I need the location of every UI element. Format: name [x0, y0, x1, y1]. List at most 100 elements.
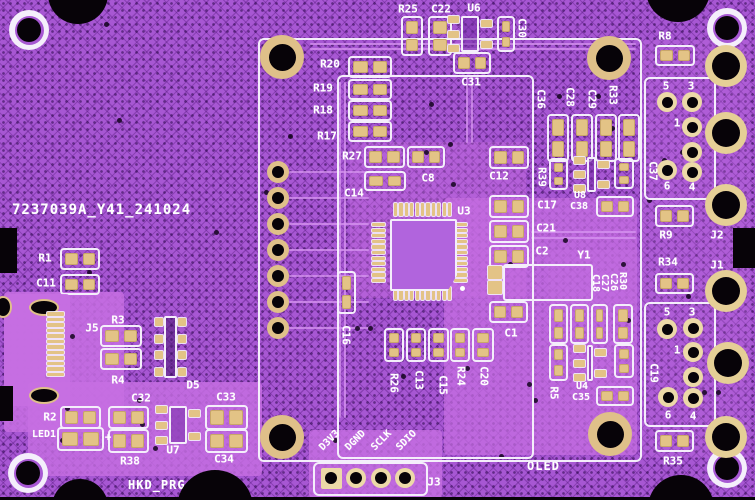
via	[448, 142, 453, 147]
silkscreen-label: 1	[673, 343, 681, 357]
smd-pad	[433, 21, 447, 34]
qfp-body	[390, 219, 457, 291]
smd-pad	[554, 365, 563, 376]
via	[557, 94, 562, 99]
smd-pad	[372, 105, 387, 116]
smd-pad	[229, 410, 243, 425]
smd-pad	[619, 349, 629, 359]
qfp-pin-pad	[394, 203, 398, 216]
copper-trace	[531, 231, 636, 233]
smd-pad	[595, 370, 606, 377]
oled-connector-label: OLED	[527, 459, 560, 473]
smd-pad	[65, 253, 78, 265]
connector-oval-pad	[29, 299, 59, 316]
qfp-pin-pad	[426, 287, 430, 300]
component-C18	[549, 304, 568, 344]
via	[264, 190, 269, 195]
component-R20	[348, 56, 392, 78]
silkscreen-label: C20	[477, 366, 491, 386]
smd-pad	[387, 151, 400, 163]
via	[647, 198, 652, 203]
smd-pad	[210, 410, 224, 425]
component-U3-qfp	[368, 199, 474, 305]
mounting-hole-drill	[715, 456, 739, 480]
component-U4	[574, 345, 606, 381]
fpc-pin-pad	[47, 323, 64, 327]
silkscreen-label: C19	[647, 363, 661, 383]
component-C11	[60, 274, 100, 295]
chip-body	[169, 406, 187, 444]
io-hole-drill	[687, 371, 699, 383]
via	[117, 118, 122, 123]
component-R26	[384, 328, 404, 362]
qfp-pin-pad	[454, 279, 467, 283]
qfp-pin-pad	[372, 245, 385, 249]
silkscreen-label: C17	[537, 198, 557, 212]
qfp-pin-pad	[431, 203, 435, 216]
smd-pad	[494, 225, 507, 238]
smd-pad	[178, 368, 186, 376]
smd-pad	[677, 278, 689, 289]
qfp-pin-pad	[415, 203, 419, 216]
chip-body	[587, 157, 596, 192]
smd-pad	[155, 368, 163, 376]
via	[451, 182, 456, 187]
via	[429, 102, 434, 107]
component-R34	[655, 273, 694, 294]
smd-pad	[189, 410, 200, 417]
via	[610, 126, 615, 131]
smd-pad	[552, 140, 564, 157]
via	[65, 406, 70, 411]
component-R17	[348, 121, 392, 142]
silkscreen-label: R30	[617, 271, 628, 291]
silkscreen-label: 6	[663, 179, 671, 193]
qfp-pin-pad	[404, 203, 408, 216]
silkscreen-label: R25	[398, 2, 418, 16]
smd-pad	[372, 126, 387, 137]
smd-pad	[389, 347, 399, 357]
smd-pad	[617, 201, 629, 212]
silkscreen-label: R19	[313, 81, 333, 95]
via	[288, 134, 293, 139]
silkscreen-label: C37	[646, 161, 660, 181]
silkscreen-label: C15	[436, 375, 450, 395]
connector-oval-pad	[29, 387, 59, 404]
smd-pad	[574, 359, 585, 367]
smd-pad	[82, 279, 95, 290]
component-C29	[595, 114, 617, 162]
header-hole-drill	[272, 322, 284, 334]
io-hole-drill	[687, 322, 699, 334]
qfp-pin-pad	[372, 228, 385, 232]
silkscreen-label: C31	[461, 75, 481, 89]
smd-pad	[574, 185, 585, 192]
smd-pad	[389, 333, 399, 343]
smd-pad	[511, 225, 524, 238]
connector-hole-drill	[712, 277, 740, 305]
connector-hole-drill	[712, 423, 740, 451]
fpc-pin-pad	[47, 312, 64, 316]
header-hole-drill	[272, 296, 284, 308]
copper-trace	[344, 82, 346, 418]
silkscreen-label: R24	[454, 366, 468, 386]
smd-pad	[113, 411, 126, 424]
qfp-pin-pad	[448, 203, 452, 216]
qfp-pin-pad	[404, 287, 408, 300]
io-hole-drill	[661, 96, 673, 108]
component-C38	[596, 196, 634, 217]
smd-pad	[155, 334, 163, 343]
qfp-pin-pad	[372, 262, 385, 266]
silkscreen-label: R39	[535, 167, 549, 187]
via	[716, 390, 721, 395]
silkscreen-label: +	[104, 430, 112, 444]
silkscreen-label: C32	[131, 391, 151, 405]
mounting-hole-drill	[17, 18, 41, 42]
fpc-pin-pad	[47, 367, 64, 371]
module-hole-drill	[595, 44, 623, 72]
io-hole-drill	[686, 121, 698, 133]
smd-pad	[353, 61, 368, 73]
component-C14	[364, 171, 406, 191]
qfp-pin-pad	[437, 287, 441, 300]
chip-body	[461, 16, 479, 52]
copper-trace	[289, 301, 369, 303]
